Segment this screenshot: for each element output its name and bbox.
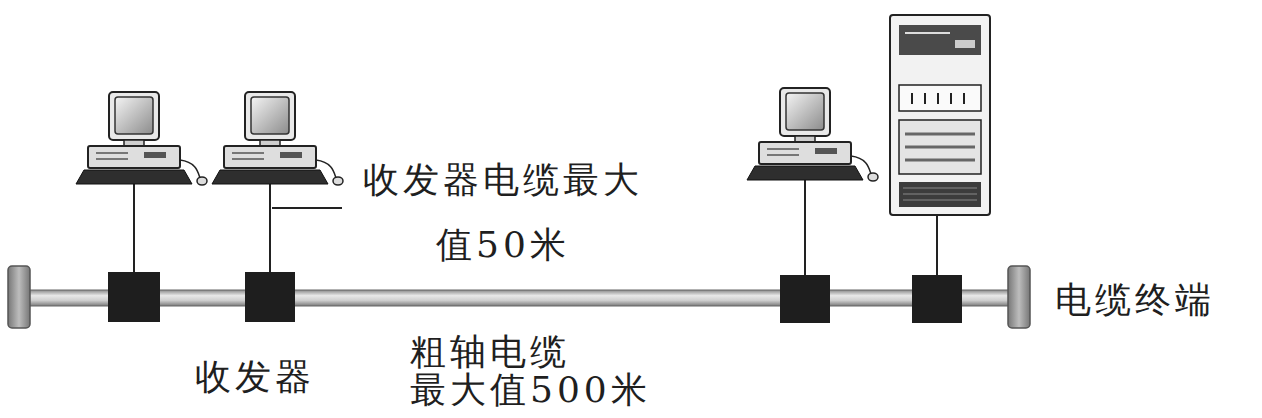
pc-icon bbox=[212, 92, 343, 185]
callout-label: 收发器 bbox=[195, 355, 315, 399]
transceiver bbox=[108, 272, 160, 322]
cable-terminator bbox=[8, 266, 30, 328]
callout-label: 电缆终端 bbox=[1055, 280, 1215, 320]
transceiver bbox=[780, 275, 830, 323]
callout-label: 收发器电缆最大 值50米 bbox=[363, 147, 643, 277]
transceiver-cable bbox=[133, 184, 135, 272]
transceiver bbox=[245, 272, 295, 322]
transceiver-cable bbox=[936, 215, 938, 275]
cable-terminator bbox=[1008, 266, 1030, 328]
transceiver-cable bbox=[804, 180, 806, 275]
callout-label: 粗轴电缆 最大值500米 bbox=[410, 333, 651, 409]
transceiver bbox=[912, 275, 962, 323]
pc-icon bbox=[76, 92, 207, 185]
thick-coax-cable bbox=[26, 290, 1012, 306]
server-tower bbox=[890, 15, 990, 215]
pc-icon bbox=[747, 88, 878, 181]
transceiver-cable bbox=[269, 184, 271, 272]
leader-line bbox=[272, 207, 342, 209]
